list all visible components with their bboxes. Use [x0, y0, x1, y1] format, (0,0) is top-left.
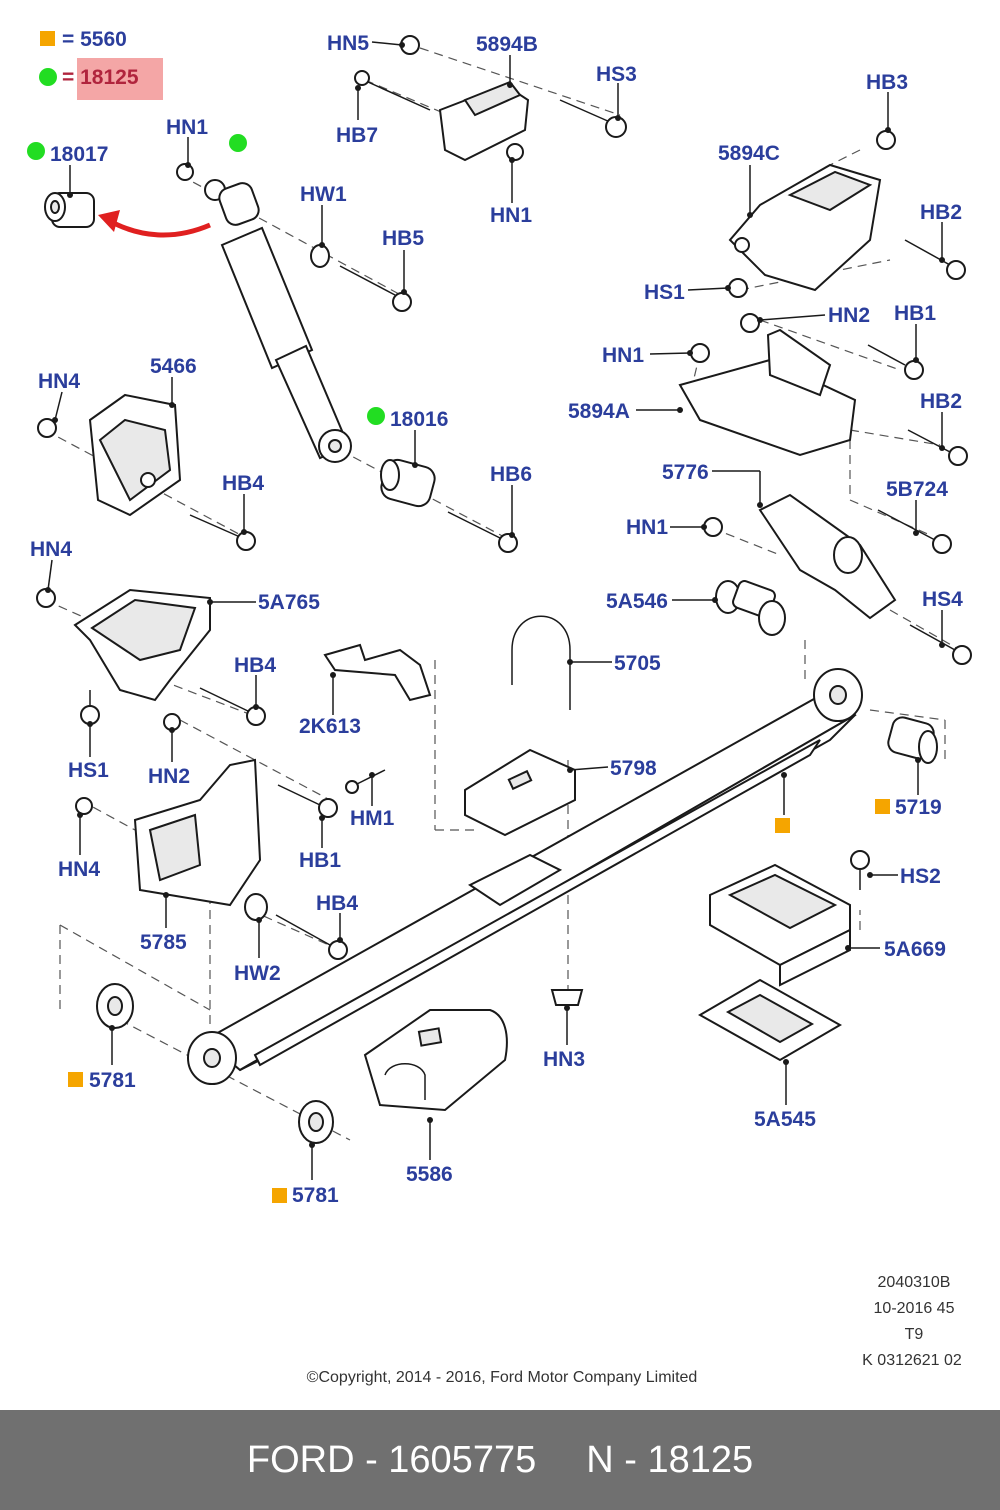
- label-hn2-top: HN2: [828, 304, 870, 327]
- meta-line-3: T9: [905, 1326, 924, 1343]
- label-hb4-a: HB4: [222, 472, 264, 495]
- shock-lower-bolt-drawing: [447, 511, 518, 553]
- label-hm1: HM1: [350, 807, 395, 830]
- label-hb5: HB5: [382, 227, 424, 250]
- label-hb4-b: HB4: [234, 654, 276, 677]
- brand-part-number: FORD - 1605775: [246, 1438, 537, 1481]
- bracket-5894b-drawing: [354, 35, 627, 162]
- legend-square-text: = 5560: [62, 28, 127, 51]
- legend-highlight: [77, 58, 163, 100]
- label-5466: 5466: [150, 355, 197, 378]
- shock-absorber-drawing: [176, 134, 436, 508]
- label-hb4-c: HB4: [316, 892, 358, 915]
- label-hs4: HS4: [922, 588, 963, 611]
- bushing-5781-b-marker: [272, 1188, 287, 1203]
- shock-fasteners-drawing: [310, 244, 412, 312]
- label-hb7: HB7: [336, 124, 378, 147]
- leaf-spring-marker: [775, 818, 790, 833]
- bushing-5781-a-marker: [68, 1072, 83, 1087]
- label-5894c: 5894C: [718, 142, 780, 165]
- label-hn1-low: HN1: [626, 516, 668, 539]
- label-18017: 18017: [50, 143, 108, 166]
- label-hw1: HW1: [300, 183, 347, 206]
- bushing-18016-marker: [367, 407, 385, 425]
- label-5776: 5776: [662, 461, 709, 484]
- bracket-5894a-drawing: [678, 313, 968, 466]
- label-hb3: HB3: [866, 71, 908, 94]
- label-hn1-mid: HN1: [602, 344, 644, 367]
- diagram-meta: 2040310B 10-2016 45 T9 K 0312621 02 ©Cop…: [307, 1274, 962, 1386]
- label-hn1-shock: HN1: [166, 116, 208, 139]
- label-5586: 5586: [406, 1163, 453, 1186]
- part-number-banner: FORD - 1605775 N - 18125: [0, 1410, 1000, 1510]
- label-hs1-top: HS1: [644, 281, 685, 304]
- leaf-spring-drawing: [187, 668, 863, 1085]
- copyright: ©Copyright, 2014 - 2016, Ford Motor Comp…: [307, 1369, 698, 1386]
- leader-lines: [45, 41, 945, 1180]
- part-labels: HN5 5894B HS3 HB7 HN1 HB3 5894C HB2 HS1 …: [30, 32, 963, 1207]
- plate-5a669-drawing: [697, 850, 870, 1062]
- bushing-5719-drawing: [875, 716, 938, 814]
- label-5894a: 5894A: [568, 400, 630, 423]
- label-2k613: 2K613: [299, 715, 361, 738]
- label-5705: 5705: [614, 652, 661, 675]
- label-5781-b: 5781: [292, 1184, 339, 1207]
- label-5719: 5719: [895, 796, 942, 819]
- label-hn1-top: HN1: [490, 204, 532, 227]
- label-5785: 5785: [140, 931, 187, 954]
- shackle-5776-drawing: [703, 493, 972, 665]
- label-5a545: 5A545: [754, 1108, 816, 1131]
- bracket-5894c-drawing: [728, 130, 966, 298]
- label-hb2-mid: HB2: [920, 390, 962, 413]
- label-18016: 18016: [390, 408, 448, 431]
- label-5b724: 5B724: [886, 478, 948, 501]
- bracket-5a765-drawing: [36, 588, 266, 726]
- nut-hn3-drawing: [550, 989, 584, 1006]
- label-5798: 5798: [610, 757, 657, 780]
- label-hn2-low: HN2: [148, 765, 190, 788]
- bushings-5781-drawing: [68, 983, 334, 1203]
- label-5781-a: 5781: [89, 1069, 136, 1092]
- legend-circle-marker: [39, 68, 57, 86]
- label-hn4-a: HN4: [38, 370, 80, 393]
- label-5894b: 5894B: [476, 33, 538, 56]
- label-hn4-c: HN4: [58, 858, 100, 881]
- oem-part-number: N - 18125: [586, 1438, 754, 1481]
- parts-diagram: = 5560 = 18125: [27, 28, 972, 1386]
- label-hs2: HS2: [900, 865, 941, 888]
- meta-line-1: 2040310B: [878, 1274, 951, 1291]
- label-hs3: HS3: [596, 63, 637, 86]
- label-hn3: HN3: [543, 1048, 585, 1071]
- label-5a546: 5A546: [606, 590, 668, 613]
- meta-line-4: K 0312621 02: [862, 1352, 962, 1369]
- meta-line-2: 10-2016 45: [874, 1300, 955, 1317]
- bracket-2k613-drawing: [323, 643, 432, 794]
- ubolt-5705-drawing: [464, 615, 576, 837]
- label-hn4-b: HN4: [30, 538, 72, 561]
- label-hb2-top: HB2: [920, 201, 962, 224]
- shock-top-marker: [229, 134, 247, 152]
- bushing-18017-drawing: [27, 142, 211, 238]
- bushing-5719-marker: [875, 799, 890, 814]
- label-hn5: HN5: [327, 32, 369, 55]
- label-hs1-low: HS1: [68, 759, 109, 782]
- bushing-18017-marker: [27, 142, 45, 160]
- label-hb6: HB6: [490, 463, 532, 486]
- bracket-5466-drawing: [37, 393, 256, 551]
- legend-circle-text: = 18125: [62, 66, 139, 89]
- label-5a669: 5A669: [884, 938, 946, 961]
- label-5a765: 5A765: [258, 591, 320, 614]
- bushing-5a546-drawing: [715, 580, 786, 636]
- bracket-5785-drawing: [75, 713, 348, 960]
- label-hw2: HW2: [234, 962, 281, 985]
- bump-stop-5586-drawing: [363, 1009, 508, 1112]
- label-hb1-low: HB1: [299, 849, 341, 872]
- label-hb1-top: HB1: [894, 302, 936, 325]
- legend-square-marker: [40, 31, 55, 46]
